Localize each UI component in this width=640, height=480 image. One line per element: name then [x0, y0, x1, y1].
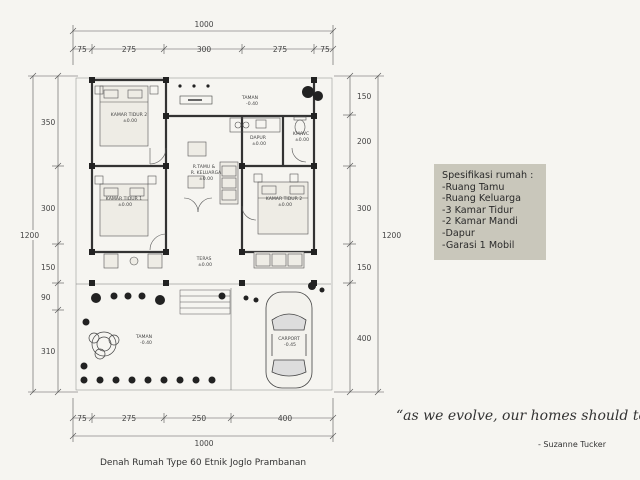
level-teras: ±0.00: [198, 262, 212, 268]
wc-toilet: [293, 116, 307, 135]
top-dimensions: [69, 25, 337, 65]
level-dapur: ±0.00: [252, 141, 266, 147]
site-boundary: [75, 77, 333, 391]
label-kamar-tidur-2: KAMAR TIDUR 2: [111, 112, 148, 118]
doors: [149, 78, 307, 251]
bottom-dim-3: 250: [192, 414, 207, 423]
right-dimensions: [334, 72, 384, 396]
spec-item: -Ruang Tamu: [442, 181, 505, 193]
bottom-dimensions: [69, 398, 337, 442]
top-dim-4: 275: [273, 45, 288, 54]
level-taman-top: -0.40: [246, 101, 258, 107]
level-kamar-tidur-2: ±0.00: [123, 118, 137, 124]
label-teras: TERAS: [196, 256, 212, 262]
level-kamar-tidur-1: ±0.00: [118, 202, 132, 208]
spec-title: Spesifikasi rumah :: [442, 170, 534, 181]
terrace-chairs: [103, 251, 305, 269]
plan-caption: Denah Rumah Type 60 Etnik Joglo Prambana…: [100, 458, 307, 468]
label-km-wc: KM/WC: [293, 131, 309, 137]
bottom-dim-1: 75: [77, 414, 87, 423]
label-carport: CARPORT: [278, 336, 300, 342]
bed-right: [257, 181, 309, 235]
family-room-sofa: [187, 141, 239, 205]
plant-icons: [80, 84, 325, 384]
bed-mid-left: [99, 183, 149, 237]
label-dapur: DAPUR: [250, 135, 267, 141]
spec-item: -Ruang Keluarga: [442, 193, 521, 205]
bottom-total-dim: 1000: [194, 439, 213, 448]
car-icon: [265, 291, 313, 389]
level-r-keluarga: ±0.00: [199, 176, 213, 182]
label-kamar-tidur-1: KAMAR TIDUR 1: [106, 196, 143, 202]
level-kamar-tidur-3: ±0.00: [278, 202, 292, 208]
left-dim-3: 150: [41, 263, 56, 272]
right-dim-2: 200: [357, 137, 372, 146]
bottom-dim-4: 400: [278, 414, 293, 423]
right-dim-1: 150: [357, 92, 372, 101]
top-dim-2: 275: [122, 45, 137, 54]
right-total-dim: 1200: [382, 231, 401, 240]
label-taman-top: TAMAN: [241, 95, 258, 101]
specification-box: Spesifikasi rumah : -Ruang Tamu -Ruang K…: [434, 164, 546, 260]
bottom-dim-2: 275: [122, 414, 137, 423]
level-carport: -0.45: [284, 342, 296, 348]
spec-item: -2 Kamar Mandi: [442, 216, 518, 228]
left-dim-5: 310: [41, 347, 56, 356]
spec-item: -3 Kamar Tidur: [442, 204, 514, 216]
left-dim-4: 90: [41, 293, 51, 302]
spec-item: -Garasi 1 Mobil: [442, 239, 515, 251]
bed-top-left: [99, 85, 149, 147]
left-dim-2: 300: [41, 204, 56, 213]
label-r-keluarga: R. KELUARGA: [191, 170, 222, 176]
label-kamar-tidur-3: KAMAR TIDUR 2: [266, 196, 303, 202]
quote-text: “as we evolve, our homes should too”: [396, 408, 640, 424]
nightstands: [94, 85, 299, 185]
left-dim-1: 350: [41, 118, 56, 127]
level-taman-bottom: -0.40: [140, 340, 152, 346]
left-total-dim: 1200: [20, 231, 39, 240]
right-dim-5: 400: [357, 334, 372, 343]
level-km-wc: ±0.00: [295, 137, 309, 143]
kitchen-counter: [229, 117, 281, 133]
label-r-tamu: R.TAMU &: [193, 164, 216, 170]
right-dim-3: 300: [357, 204, 372, 213]
right-dim-4: 150: [357, 263, 372, 272]
spec-item: -Dapur: [442, 227, 475, 239]
top-dim-3: 300: [197, 45, 212, 54]
top-total-dim: 1000: [194, 20, 213, 29]
top-dim-1: 75: [77, 45, 87, 54]
tree-icon: [88, 331, 120, 360]
top-dim-5: 75: [320, 45, 330, 54]
quote-author: - Suzanne Tucker: [538, 440, 606, 449]
label-taman-bottom: TAMAN: [135, 334, 152, 340]
